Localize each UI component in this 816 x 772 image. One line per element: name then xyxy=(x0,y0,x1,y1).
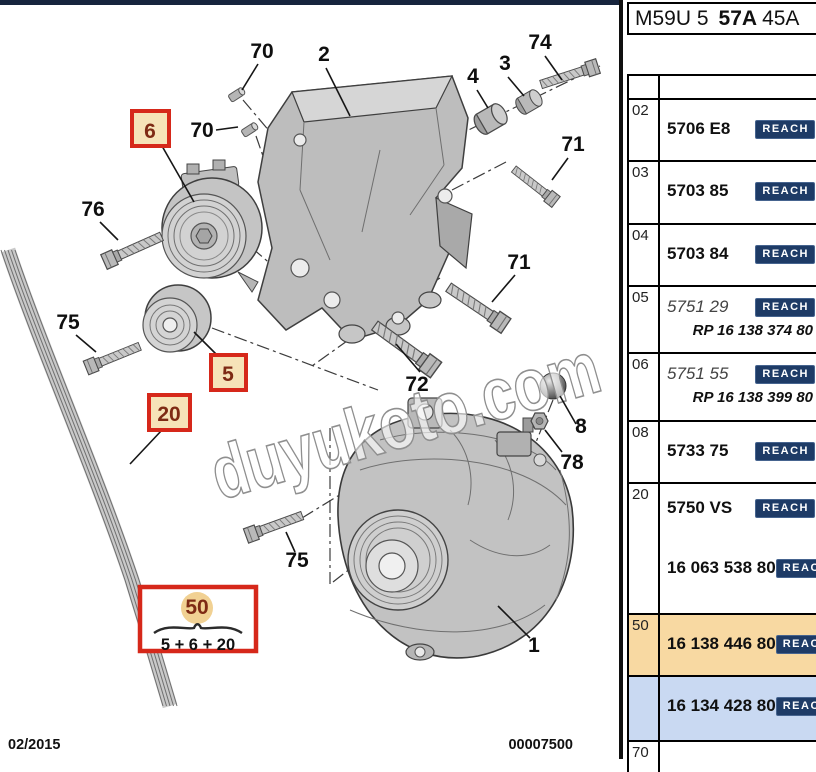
exploded-parts-diagram: duyukoto.com 70 70 2 74 4 3 71 71 72 76 … xyxy=(0,31,610,753)
reach-badge[interactable]: REACH xyxy=(755,364,815,384)
tensioner-pulley xyxy=(161,159,263,293)
callout-75: 75 xyxy=(56,311,80,334)
callout-72: 72 xyxy=(405,373,428,396)
part-number: 5733 75 xyxy=(667,441,729,460)
callout-71: 71 xyxy=(561,133,585,156)
bolt-76 xyxy=(100,228,166,270)
bolt-71-lower xyxy=(442,279,512,334)
callout-1: 1 xyxy=(528,634,540,657)
bolt-71-upper xyxy=(509,163,561,208)
reach-badge[interactable]: REACH xyxy=(755,244,815,264)
ref-number: 05 xyxy=(629,287,660,352)
callout-8: 8 xyxy=(575,415,587,438)
top-border-bar xyxy=(0,0,620,5)
reach-badge[interactable]: REACH xyxy=(775,558,816,578)
callout-76: 76 xyxy=(81,198,104,221)
reach-badge[interactable]: REACH xyxy=(775,696,816,716)
part-number: 5751 55 xyxy=(667,364,729,383)
formula-result-circle xyxy=(181,592,213,624)
callout-75: 75 xyxy=(285,549,309,572)
ref-number xyxy=(629,677,660,740)
callout-74: 74 xyxy=(528,31,552,54)
ref-number: 06 xyxy=(629,354,660,420)
reach-badge[interactable]: REACH xyxy=(755,119,815,139)
model-code-prefix: M59U 5 xyxy=(635,6,709,30)
reach-badge[interactable]: REACH xyxy=(755,441,815,461)
ref-number: 03 xyxy=(629,162,660,223)
ref-number: 02 xyxy=(629,100,660,160)
part-number: 16 063 538 80 xyxy=(667,558,776,577)
nut-78 xyxy=(530,412,549,430)
callout-labels: 70 70 2 74 4 3 71 71 72 76 75 8 78 75 1 xyxy=(56,31,587,657)
bolt-75-upper xyxy=(82,338,144,376)
footer-doc-number: 00007500 xyxy=(508,737,573,753)
pin-70-lower xyxy=(240,121,260,138)
reach-badge[interactable]: REACH xyxy=(755,181,815,201)
rp-note: RP 16 138 399 80 xyxy=(692,389,813,406)
formula-expression: 5 + 6 + 20 xyxy=(161,636,235,654)
ref-number: 08 xyxy=(629,422,660,482)
ref-number: 04 xyxy=(629,225,660,285)
reach-badge[interactable]: REACH xyxy=(775,634,816,654)
callout-4: 4 xyxy=(467,65,479,88)
table-row-04[interactable]: 04 5703 84 REACH xyxy=(629,225,816,287)
bolt-75-lower xyxy=(242,507,306,544)
rp-note: RP 16 138 374 80 xyxy=(692,322,813,339)
table-row-03[interactable]: 03 5703 85 REACH xyxy=(629,162,816,225)
boxed-callout-5: 5 xyxy=(209,353,248,392)
svg-text:20: 20 xyxy=(157,403,180,426)
ball-8 xyxy=(539,372,567,400)
part-number: 5706 E8 xyxy=(667,119,731,138)
part-number: 16 134 428 80 xyxy=(667,696,776,715)
panel-divider xyxy=(619,0,623,759)
footer-date: 02/2015 xyxy=(8,737,60,753)
parts-panel: M59U 5 57A 45A 02 5706 E8 REACH 03 5703 … xyxy=(624,0,816,772)
table-row-50-alt[interactable]: 16 134 428 80 REACH xyxy=(629,677,816,742)
idler-pulley xyxy=(142,284,212,353)
reach-badge[interactable]: REACH xyxy=(755,498,815,518)
spacer-3 xyxy=(512,87,546,117)
formula-box: 50 5 + 6 + 20 xyxy=(137,584,259,654)
spacer-4 xyxy=(470,100,511,138)
table-row-50-selected[interactable]: 50 16 138 446 80 REACH xyxy=(629,615,816,677)
brace-icon xyxy=(153,623,243,635)
boxed-callout-20: 20 xyxy=(147,393,192,432)
boxed-callout-6: 6 xyxy=(130,109,171,148)
table-header-row xyxy=(629,76,816,100)
svg-text:6: 6 xyxy=(144,120,156,143)
part-number: 16 138 446 80 xyxy=(667,634,776,653)
svg-text:5: 5 xyxy=(222,363,234,386)
table-row-06[interactable]: 06 5751 55 REACH RP 16 138 399 80 xyxy=(629,354,816,422)
mounting-bracket xyxy=(257,75,473,344)
parts-table: 02 5706 E8 REACH 03 5703 85 REACH 04 xyxy=(627,74,816,772)
callout-3: 3 xyxy=(499,52,511,75)
ref-number: 20 xyxy=(629,484,660,613)
table-row-05[interactable]: 05 5751 29 REACH RP 16 138 374 80 xyxy=(629,287,816,354)
callout-71: 71 xyxy=(507,251,531,274)
table-row-20[interactable]: 20 5750 VS REACH 16 063 538 80 REACH xyxy=(629,484,816,615)
model-code-header: M59U 5 57A 45A xyxy=(627,2,816,35)
ref-number: 70 xyxy=(629,742,660,772)
table-row-70[interactable]: 70 xyxy=(629,742,816,772)
table-row-02[interactable]: 02 5706 E8 REACH xyxy=(629,100,816,162)
callout-70: 70 xyxy=(250,40,273,63)
diagram-canvas: duyukoto.com 70 70 2 74 4 3 71 71 72 76 … xyxy=(0,31,610,753)
ref-number: 50 xyxy=(629,615,660,675)
reach-badge[interactable]: REACH xyxy=(755,297,815,317)
model-code-suffix: 45A xyxy=(762,6,800,30)
formula-result: 50 xyxy=(185,596,208,619)
callout-2: 2 xyxy=(318,43,330,66)
part-number: 5703 85 xyxy=(667,181,729,200)
leader-lines xyxy=(75,55,577,639)
part-number: 5750 VS xyxy=(667,498,733,517)
part-number: 5703 84 xyxy=(667,244,729,263)
bolt-74 xyxy=(538,58,601,93)
alternator xyxy=(337,397,575,661)
model-code-bold: 57A xyxy=(718,6,758,30)
callout-70: 70 xyxy=(190,119,213,142)
table-row-08[interactable]: 08 5733 75 REACH xyxy=(629,422,816,484)
part-number: 5751 29 xyxy=(667,297,729,316)
callout-78: 78 xyxy=(560,451,584,474)
